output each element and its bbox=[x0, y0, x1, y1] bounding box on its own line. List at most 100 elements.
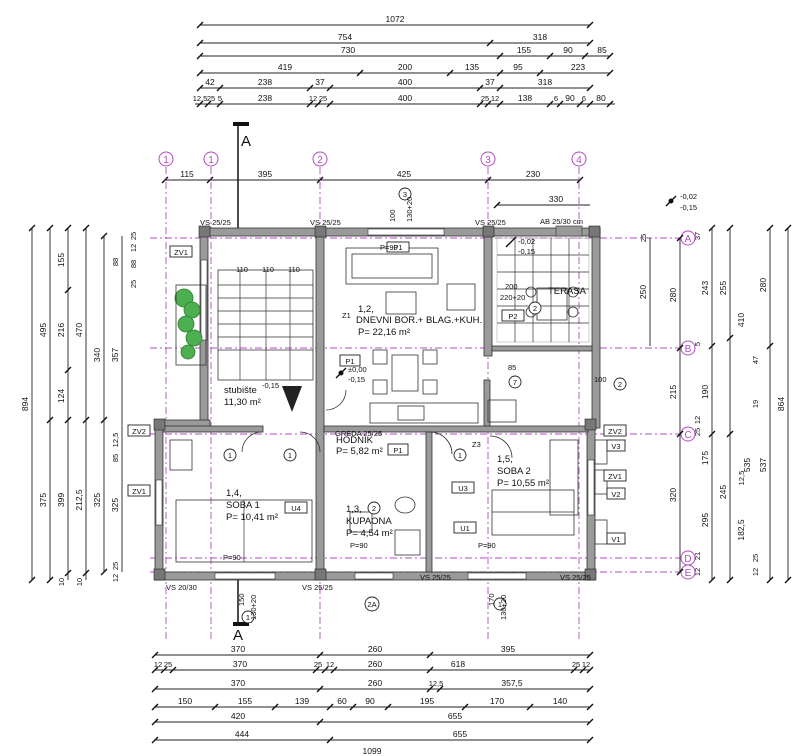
dim-left-88b: 88 bbox=[129, 260, 138, 268]
dim-top-6b: 6 bbox=[582, 94, 586, 103]
dim-bot-357-5: 357,5 bbox=[501, 678, 523, 688]
dim-bot-420: 420 bbox=[231, 711, 245, 721]
dim-top-230: 230 bbox=[526, 169, 540, 179]
dim-top-400: 400 bbox=[398, 77, 412, 87]
tag-z1: Z1 bbox=[342, 311, 351, 320]
dim-right-190: 190 bbox=[700, 385, 710, 399]
dim-right-21: 21 bbox=[693, 552, 702, 560]
tag-window-p1-living: P1 bbox=[393, 243, 402, 252]
tag-z3: Z3 bbox=[472, 440, 481, 449]
label-vs-5: VS 25/25 bbox=[302, 583, 333, 592]
dim-bot-170: 170 bbox=[490, 696, 504, 706]
window-labels: VS 25/25 VS 25/25 VS 25/25 VS 20/30 VS 2… bbox=[166, 197, 607, 620]
room-hall-name: HODNIK bbox=[336, 435, 374, 446]
dim-bot-12-5: 12,5 bbox=[429, 679, 444, 688]
tag-v1: V1 bbox=[611, 535, 620, 544]
dim-bot-655: 655 bbox=[448, 711, 462, 721]
dim-top-5: 5 bbox=[218, 94, 222, 103]
dim-bot-total: 1099 bbox=[363, 746, 382, 756]
element-tags: P1 P2 P1 P1 U1 U3 U4 Z1 Z3 ZV1 ZV2 ZV2 Z… bbox=[127, 187, 627, 624]
dim-left-495: 495 bbox=[38, 323, 48, 337]
dim-top-12b: 12 bbox=[491, 94, 499, 103]
dim-right-19: 19 bbox=[751, 400, 760, 408]
dim-left-124: 124 bbox=[56, 389, 66, 403]
dim-right-255: 255 bbox=[718, 281, 728, 295]
dim-left-85: 85 bbox=[111, 454, 120, 462]
dim-left-399: 399 bbox=[56, 493, 66, 507]
opening-130-20-a: 130+20 bbox=[405, 197, 414, 222]
tag-zv2-b: ZV2 bbox=[608, 427, 622, 436]
dim-bot-139: 139 bbox=[295, 696, 309, 706]
room-bed1-number: 1,4, bbox=[226, 488, 242, 499]
dim-left-25c: 25 bbox=[129, 280, 138, 288]
dim-right-320: 320 bbox=[668, 488, 678, 502]
dim-left-216: 216 bbox=[56, 323, 66, 337]
dim-right-295: 295 bbox=[700, 513, 710, 527]
level-main-top: ±0,00 bbox=[348, 365, 367, 374]
dim-right-25c: 25 bbox=[693, 428, 702, 436]
grid-lines: 1 1 2 3 4 A B C D E bbox=[150, 151, 696, 640]
grid-col-1a: 1 bbox=[163, 155, 169, 166]
dim-bot-260c: 260 bbox=[368, 678, 382, 688]
dim-left-375: 375 bbox=[38, 493, 48, 507]
marker-2-bath: 2 bbox=[372, 504, 376, 513]
tag-v3: V3 bbox=[611, 442, 620, 451]
tag-zv1-a: ZV1 bbox=[174, 248, 188, 257]
room-terrace-name: TERASA bbox=[548, 286, 587, 297]
dim-right-250: 250 bbox=[638, 285, 648, 299]
dim-bot-12b: 12 bbox=[326, 660, 334, 669]
dim-right-12b: 12 bbox=[693, 416, 702, 424]
dim-bot-25b: 25 bbox=[314, 660, 322, 669]
dim-top-730: 730 bbox=[341, 45, 355, 55]
marker-2-right: 2 bbox=[618, 380, 622, 389]
dim-left-12: 12 bbox=[111, 574, 120, 582]
dim-top-12a: 12 bbox=[309, 94, 317, 103]
tag-window-p1-b: P1 bbox=[345, 357, 354, 366]
grid-row-A: A bbox=[685, 234, 692, 245]
dim-top-85: 85 bbox=[597, 45, 607, 55]
dim-right-37: 37 bbox=[693, 232, 702, 240]
opening-110b: 110 bbox=[262, 265, 274, 274]
tag-zv1-c: ZV1 bbox=[608, 472, 622, 481]
room-bath-number: 1,3, bbox=[346, 504, 362, 515]
furniture bbox=[169, 247, 608, 563]
dim-bot-370c: 370 bbox=[231, 678, 245, 688]
dim-bot-25a: 25 bbox=[164, 660, 172, 669]
dim-top-12-5: 12,5 bbox=[193, 94, 208, 103]
dim-right-5: 5 bbox=[693, 342, 702, 346]
terrace-tiles bbox=[496, 225, 590, 343]
dim-left-357: 357 bbox=[110, 348, 120, 362]
dim-top-200: 200 bbox=[398, 62, 412, 72]
marker-2-terrace: 2 bbox=[533, 304, 537, 313]
dim-top-419: 419 bbox=[278, 62, 292, 72]
dim-right-215: 215 bbox=[668, 385, 678, 399]
room-stairs-area: 11,30 m² bbox=[224, 397, 261, 408]
dim-left-155: 155 bbox=[56, 253, 66, 267]
room-hall-area: P= 5,82 m² bbox=[336, 446, 383, 457]
marker-1-a: 1 bbox=[228, 451, 232, 460]
staircase bbox=[174, 269, 314, 412]
room-bath-area: P= 4,54 m² bbox=[346, 528, 393, 539]
opening-150: 150 bbox=[237, 593, 246, 606]
dim-right-12c: 12 bbox=[693, 568, 702, 576]
level-marks: ±0,00 -0,15 -0,02 -0,15 -0,02 -0,15 -0,1… bbox=[262, 192, 697, 390]
opening-110a: 110 bbox=[236, 265, 248, 274]
label-vs-7: VS 25/25 bbox=[560, 573, 591, 582]
grid-col-1b: 1 bbox=[208, 155, 214, 166]
opening-220-20: 220+20 bbox=[500, 293, 525, 302]
label-greda: GREDA 25/25 bbox=[335, 429, 382, 438]
dim-bot-90: 90 bbox=[365, 696, 375, 706]
label-vs-3: VS 25/25 bbox=[475, 218, 506, 227]
room-bed2-name: SOBA 2 bbox=[497, 466, 531, 477]
dim-right-47: 47 bbox=[751, 356, 760, 364]
dim-top-155: 155 bbox=[517, 45, 531, 55]
tag-door-u3: U3 bbox=[458, 484, 468, 493]
dim-right-25b: 25 bbox=[751, 554, 760, 562]
dim-top-318: 318 bbox=[533, 32, 547, 42]
label-p90-c: P=90 bbox=[478, 541, 496, 550]
dim-bot-370b: 370 bbox=[233, 659, 247, 669]
dim-left-325b: 325 bbox=[110, 498, 120, 512]
dim-top-330: 330 bbox=[549, 194, 563, 204]
dim-right-175: 175 bbox=[700, 451, 710, 465]
grid-col-2: 2 bbox=[317, 155, 323, 166]
